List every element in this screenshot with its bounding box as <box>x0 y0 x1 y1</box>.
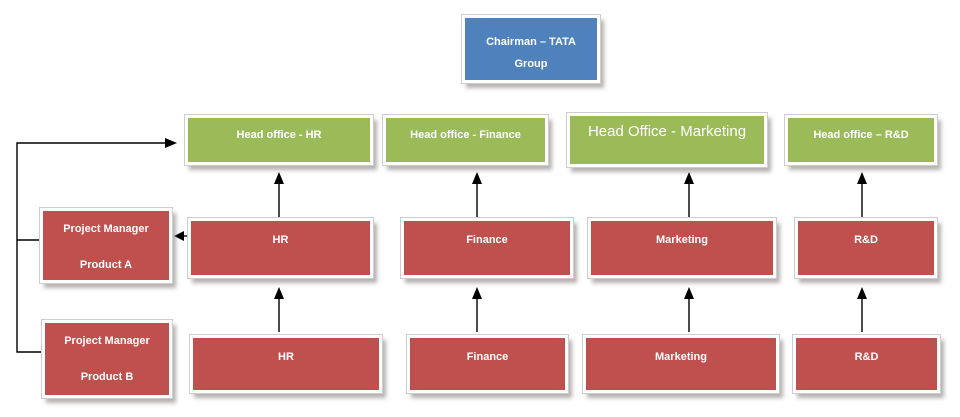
arrow-left-to-pm-a <box>174 231 184 241</box>
arrow-up-marketing-head <box>684 172 694 184</box>
department-lower-marketing-label: Marketing <box>655 351 707 363</box>
department-lower-box-rd: R&D <box>793 335 940 393</box>
head-office-box-marketing: Head Office - Marketing <box>567 113 767 167</box>
arrow-up-marketing2-head <box>684 287 694 299</box>
project-manager-a-box: Project Manager Product A <box>40 208 172 283</box>
head-office-box-hr: Head office - HR <box>185 115 373 165</box>
department-upper-box-finance: Finance <box>401 218 573 278</box>
chairman-label-line1: Chairman – TATA <box>486 36 576 48</box>
arrow-up-rd2-head <box>857 287 867 299</box>
head-office-marketing-label: Head Office - Marketing <box>587 123 747 140</box>
arrow-up-finance2-head <box>472 287 482 299</box>
department-upper-rd-label: R&D <box>854 234 878 246</box>
department-upper-box-marketing: Marketing <box>588 218 776 278</box>
arrow-up-hr-head <box>274 172 284 184</box>
department-lower-rd-label: R&D <box>854 351 879 363</box>
project-manager-b-box: Project Manager Product B <box>42 320 172 398</box>
project-manager-b-line2: Product B <box>80 371 134 383</box>
department-lower-hr-label: HR <box>278 351 294 363</box>
chairman-box: Chairman – TATA Group <box>462 15 600 83</box>
arrow-up-hr2-head <box>274 287 284 299</box>
department-lower-box-finance: Finance <box>407 335 568 393</box>
head-office-hr-label: Head office - HR <box>236 129 322 141</box>
department-upper-finance-label: Finance <box>466 234 508 246</box>
department-upper-box-hr: HR <box>188 218 373 278</box>
head-office-finance-label: Head office - Finance <box>410 129 521 141</box>
department-lower-box-hr: HR <box>190 335 382 393</box>
project-manager-a-line2: Product A <box>79 259 133 271</box>
department-upper-hr-label: HR <box>272 234 289 246</box>
arrow-up-finance-head <box>472 172 482 184</box>
department-lower-box-marketing: Marketing <box>583 335 779 393</box>
department-lower-finance-label: Finance <box>466 351 509 363</box>
chairman-label-line2: Group <box>514 58 548 70</box>
department-upper-marketing-label: Marketing <box>656 234 708 246</box>
head-office-rd-label: Head office – R&D <box>813 129 909 141</box>
arrow-up-rd-head <box>857 172 867 184</box>
project-manager-a-line1: Project Manager <box>63 223 149 235</box>
arrow-right-to-head-hr <box>165 138 177 148</box>
project-manager-b-line1: Project Manager <box>64 335 150 347</box>
head-office-box-finance: Head office - Finance <box>383 115 548 165</box>
department-upper-box-rd: R&D <box>795 218 937 278</box>
head-office-box-rd: Head office – R&D <box>785 115 937 165</box>
